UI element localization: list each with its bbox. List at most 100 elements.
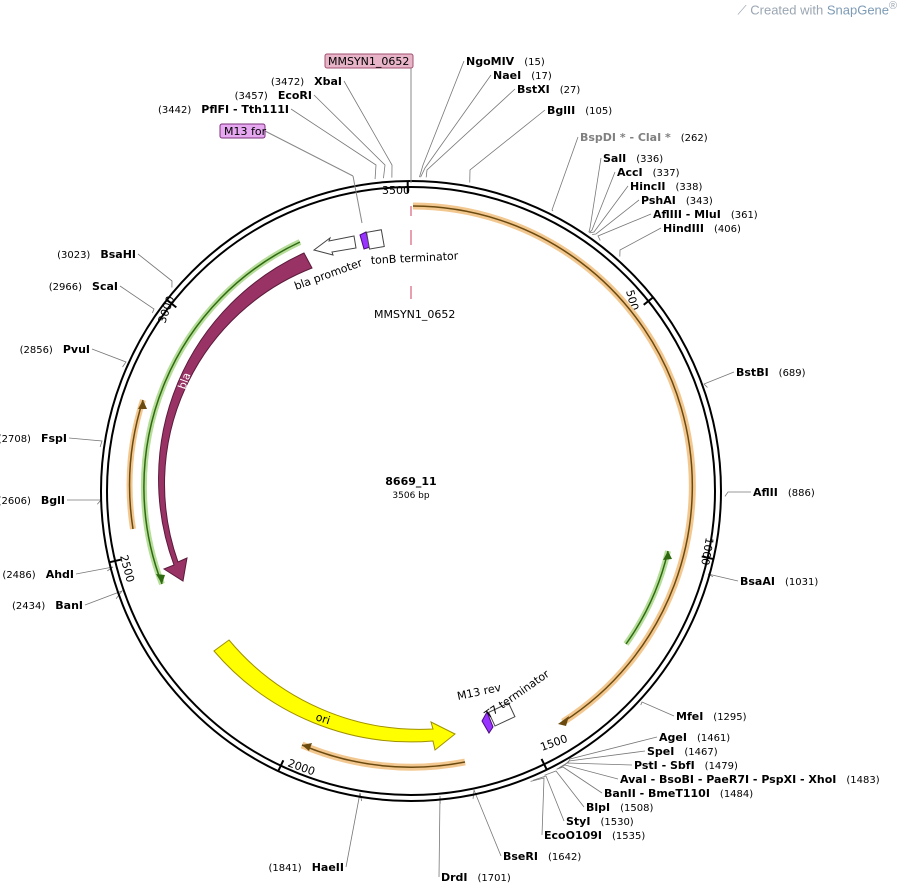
restriction-site-position: (3442) [158, 105, 191, 116]
restriction-site-label[interactable]: (3442) PflFI - Tth111I [158, 103, 289, 116]
restriction-site-leader-line [619, 227, 662, 257]
restriction-site-label[interactable]: AflII(886) [753, 486, 815, 499]
restriction-site-leader-line [703, 371, 735, 388]
restriction-site-label[interactable]: PshAI(343) [641, 194, 713, 207]
restriction-site-leader-line [343, 80, 393, 178]
bla-promoter-feature-arrow [312, 235, 357, 256]
restriction-site-label[interactable]: EcoO109I(1535) [544, 829, 645, 842]
restriction-site-label[interactable]: BspDI * - ClaI *(262) [580, 131, 708, 144]
restriction-site-position: (338) [676, 182, 703, 193]
restriction-site-name: BglI [41, 494, 65, 507]
orf-arc-orange-left [126, 399, 146, 530]
restriction-site-leader-line [597, 213, 652, 241]
restriction-site-label[interactable]: SalI(336) [603, 152, 663, 165]
restriction-site-position: (336) [636, 154, 663, 165]
restriction-site-label[interactable]: (2708)FspI [0, 432, 67, 445]
restriction-site-label[interactable]: NgoMIV (15) [466, 55, 545, 68]
restriction-site-label[interactable]: BsaAI(1031) [740, 575, 818, 588]
bla-feature-arrow [158, 252, 313, 582]
restriction-site-label[interactable]: SpeI(1467) [647, 745, 718, 758]
restriction-site-name: EcoO109I [544, 829, 602, 842]
orf-arc-orange-left-line [128, 399, 144, 530]
ruler-tick-mark [166, 299, 177, 309]
restriction-site-name: HindIII [663, 222, 704, 235]
restriction-site-position: (2486) [2, 570, 35, 581]
restriction-site-label[interactable]: StyI (1530) [566, 815, 634, 828]
orf-arc-right-line [412, 205, 694, 723]
restriction-site-name: NgoMIV [466, 55, 515, 68]
restriction-site-name: StyI [566, 815, 590, 828]
restriction-site-position: (105) [585, 106, 612, 117]
tonb-terminator-box [365, 229, 385, 250]
restriction-site-label[interactable]: (2486) AhdI [2, 568, 74, 581]
restriction-site-leader-line [137, 253, 173, 288]
restriction-site-label[interactable]: HindIII(406) [663, 222, 741, 235]
restriction-site-label[interactable]: AgeI(1461) [659, 731, 730, 744]
restriction-site-leader-line [556, 764, 619, 780]
orf-arc-right [412, 202, 696, 725]
restriction-site-leader-line [420, 74, 492, 178]
ruler-tick-mark [643, 296, 654, 306]
restriction-site-leader-line [84, 590, 124, 606]
restriction-site-position: (1295) [713, 712, 746, 723]
ruler-tick-mark [109, 558, 122, 564]
restriction-site-label[interactable]: HincII(338) [630, 180, 703, 193]
restriction-site-position: (1484) [720, 789, 753, 800]
restriction-site-label[interactable]: BstXI(27) [517, 83, 580, 96]
orf-arc-orange-left-arrow [138, 400, 147, 409]
restriction-site-label[interactable]: BanII - BmeT110I(1484) [604, 787, 753, 800]
restriction-site-label[interactable]: (2966)ScaI [49, 280, 118, 293]
restriction-site-name: BstXI [517, 83, 550, 96]
restriction-site-name: DrdI [441, 871, 468, 884]
restriction-site-label[interactable]: AccI(337) [617, 166, 680, 179]
restriction-site-name: BseRI [503, 850, 538, 863]
plasmid-size: 3506 bp [392, 491, 429, 501]
restriction-site-label[interactable]: AflIII - MluI(361) [653, 208, 758, 221]
orf-arc-bottom-line [301, 744, 466, 768]
restriction-site-label[interactable]: AvaI - BsoBI - PaeR7I - PspXI - XhoI(148… [620, 773, 880, 786]
restriction-site-label[interactable]: DrdI (1701) [441, 871, 511, 884]
restriction-site-name: AflIII - MluI [653, 208, 721, 221]
restriction-site-name: PflFI - Tth111I [201, 103, 289, 116]
restriction-site-label[interactable]: (1841)HaeII [268, 861, 344, 874]
t7-terminator-box [487, 702, 516, 727]
ori-feature-arrow [213, 639, 456, 751]
restriction-site-position: (1841) [268, 863, 301, 874]
orf-arc-green-right-arrow [663, 551, 672, 560]
restriction-site-label[interactable]: BseRI(1642) [503, 850, 581, 863]
restriction-site-label[interactable]: (3472)XbaI [271, 75, 342, 88]
restriction-site-label[interactable]: BstBI (689) [736, 366, 806, 379]
restriction-site-position: (2966) [49, 282, 82, 293]
restriction-site-label[interactable]: (2434)BanI [12, 599, 83, 612]
restriction-site-leader-line [75, 566, 114, 575]
restriction-site-label[interactable]: MfeI(1295) [676, 710, 747, 723]
restriction-site-leader-line [544, 770, 585, 808]
restriction-site-name: AhdI [46, 568, 74, 581]
restriction-site-name: BstBI [736, 366, 769, 379]
restriction-site-position: (15) [524, 57, 545, 68]
restriction-site-label[interactable]: BlpI(1508) [586, 801, 653, 814]
orf-arc-green-left-arrow [156, 574, 165, 584]
restriction-site-position: (689) [779, 368, 806, 379]
restriction-site-position: (1479) [705, 761, 738, 772]
restriction-site-position: (1701) [478, 873, 511, 884]
restriction-site-label[interactable]: PstI - SbfI (1479) [634, 759, 738, 772]
restriction-site-label[interactable]: BglII(105) [547, 104, 612, 117]
restriction-site-leader-line [419, 60, 465, 178]
orf-arc-green-left-line [143, 241, 301, 585]
restriction-site-position: (1483) [846, 775, 879, 786]
restriction-site-leader-line [707, 573, 739, 582]
restriction-site-label[interactable]: (2606)BglI [0, 494, 65, 507]
restriction-site-position: (2708) [0, 434, 31, 445]
restriction-site-name: SpeI [647, 745, 674, 758]
restriction-site-label[interactable]: (3457)EcoRI [235, 89, 312, 102]
restriction-site-position: (1530) [600, 817, 633, 828]
restriction-site-label[interactable]: NaeI(17) [493, 69, 552, 82]
restriction-site-layer: NgoMIV (15)NaeI(17)BstXI(27) BglII(105) Bsp… [0, 55, 880, 884]
ruler-tick-label: 1000 [698, 536, 716, 566]
restriction-site-label[interactable]: (2856)PvuI [20, 343, 90, 356]
restriction-site-label[interactable]: (3023)BsaHI [57, 248, 136, 261]
restriction-site-position: (337) [653, 168, 680, 179]
restriction-site-name: PstI - SbfI [634, 759, 695, 772]
restriction-site-leader-line [68, 437, 103, 448]
